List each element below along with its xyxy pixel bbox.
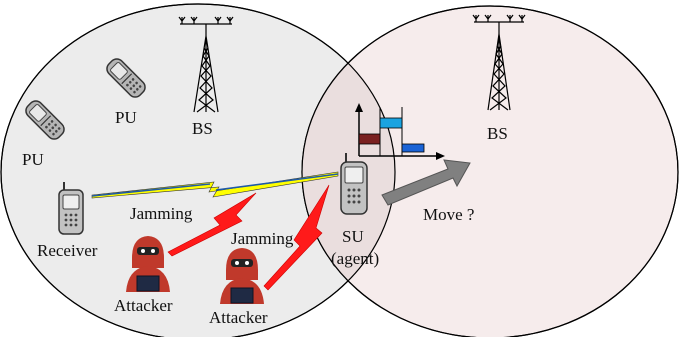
spectrum-band-blue [401, 143, 425, 153]
receiver-label: Receiver [37, 241, 98, 260]
jamming-label-1: Jamming [130, 204, 193, 223]
link-bolt [91, 171, 339, 199]
agent-label: (agent) [331, 249, 379, 268]
hooded-hacker-icon-1 [126, 236, 170, 292]
spectrum-band-cyan [379, 117, 403, 129]
jamming-label-2: Jamming [231, 229, 294, 248]
tower-icon-right [472, 14, 526, 111]
phone-icon-su [340, 153, 368, 215]
spectrum-band-dark-red [358, 133, 381, 145]
bs-right-label: BS [487, 124, 508, 143]
flip-phone-icon-pu-top [106, 58, 146, 98]
move-label: Move ? [423, 205, 474, 224]
attacker-label-1: Attacker [114, 296, 173, 315]
phone-icon-receiver [58, 182, 84, 235]
flip-phone-icon-pu-left [25, 100, 65, 140]
hooded-hacker-icon-2 [220, 248, 264, 304]
jamming-bolt-1 [167, 192, 257, 257]
jamming-bolt-2 [263, 184, 330, 291]
tower-icon-left [178, 16, 234, 113]
pu-left-label: PU [22, 150, 44, 169]
attacker-label-2: Attacker [209, 308, 268, 327]
spectrum-chart [355, 103, 445, 160]
move-arrow-icon [381, 159, 471, 206]
pu-top-label: PU [115, 108, 137, 127]
su-label: SU [342, 227, 364, 246]
bs-left-label: BS [192, 119, 213, 138]
